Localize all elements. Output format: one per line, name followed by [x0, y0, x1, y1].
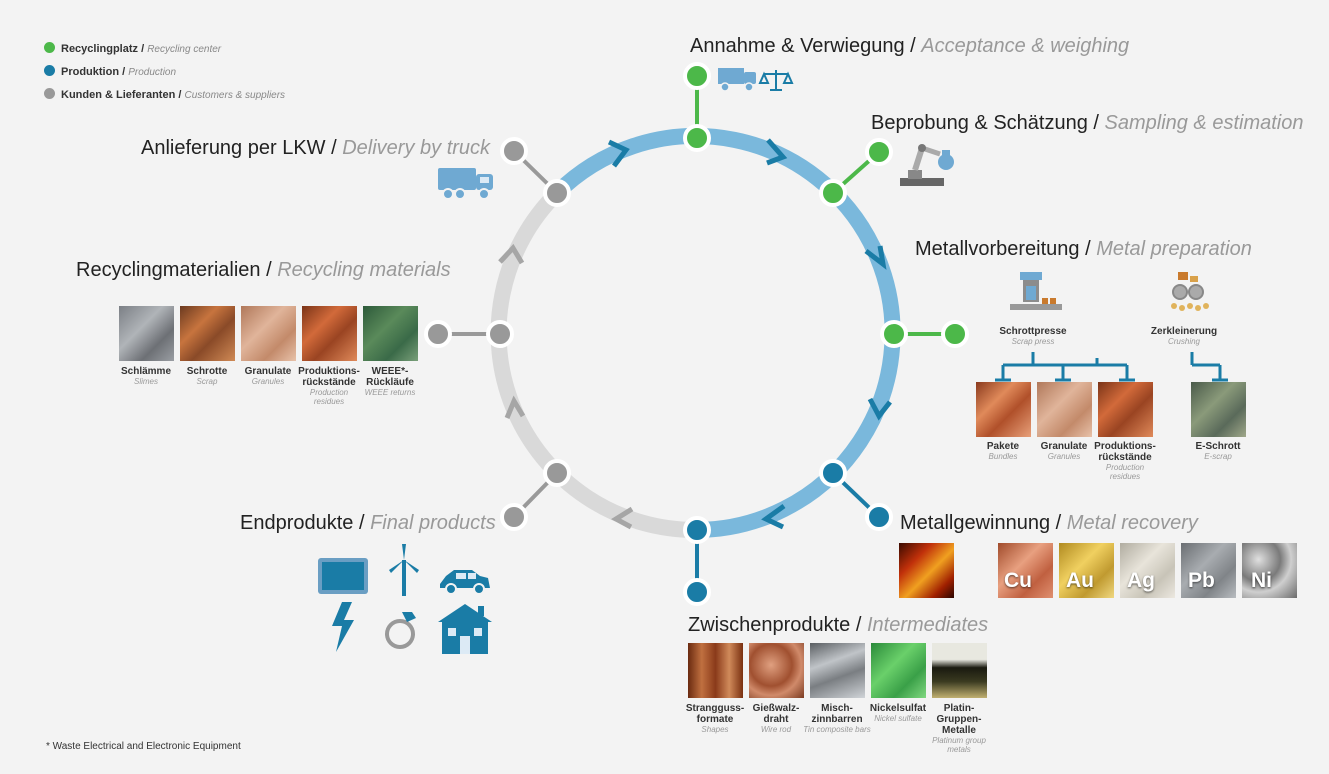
node-materials-outer [424, 320, 452, 348]
wind-turbine-icon [389, 544, 419, 596]
crusher-icon [1171, 272, 1209, 311]
arrow-icon [498, 243, 525, 265]
blue-dot-icon [44, 65, 55, 76]
node-delivery-outer [500, 137, 528, 165]
photo-smelting [899, 543, 954, 598]
node-acceptance [683, 124, 711, 152]
photo-copper [998, 543, 1053, 598]
node-intermediates [683, 516, 711, 544]
scrap-press-icon [1010, 272, 1062, 310]
legend-production: Produktion / Production [44, 65, 176, 78]
photo-production-residues-prep [1098, 382, 1153, 437]
legend-customers-suppliers: Kunden & Lieferanten / Customers & suppl… [44, 88, 285, 101]
photo-nickel-sulfate [871, 643, 926, 698]
gray-dot-icon [44, 88, 55, 99]
truck-scale-icon [718, 68, 794, 92]
car-icon [440, 570, 490, 595]
node-preparation-outer [941, 320, 969, 348]
photo-pgm [932, 643, 987, 698]
title-preparation: Metallvorbereitung / Metal preparation [915, 238, 1252, 260]
arrow-icon [864, 245, 887, 270]
title-materials: Recyclingmaterialien / Recycling materia… [76, 259, 451, 281]
node-recovery [819, 459, 847, 487]
photo-wire-rod [749, 643, 804, 698]
label-pb: Pb [1188, 569, 1215, 592]
photo-weee-returns [363, 306, 418, 361]
photo-slimes [119, 306, 174, 361]
node-sampling-outer [865, 138, 893, 166]
photo-production-residues [302, 306, 357, 361]
arrow-icon [504, 395, 526, 419]
title-intermediates: Zwischenprodukte / Intermediates [688, 614, 989, 636]
ring-gray-arc [490, 187, 698, 539]
footnote: * Waste Electrical and Electronic Equipm… [46, 741, 241, 752]
title-recovery: Metallgewinnung / Metal recovery [900, 512, 1198, 534]
title-final: Endprodukte / Final products [240, 512, 496, 534]
photo-scrap [180, 306, 235, 361]
photo-nickel [1242, 543, 1297, 598]
legend-recycling-center: Recyclingplatz / Recycling center [44, 42, 221, 55]
node-sampling [819, 179, 847, 207]
arrow-icon [761, 503, 786, 530]
photo-granules-prep [1037, 382, 1092, 437]
label-ni: Ni [1251, 569, 1272, 592]
title-acceptance: Annahme & Verwiegung / Acceptance & weig… [690, 35, 1130, 57]
green-dot-icon [44, 42, 55, 53]
arrow-icon [867, 397, 892, 421]
label-cu: Cu [1004, 569, 1032, 592]
photo-lead [1181, 543, 1236, 598]
truck-icon [438, 168, 493, 200]
robot-arm-icon [900, 144, 954, 186]
node-materials [486, 320, 514, 348]
arrow-icon [766, 138, 788, 166]
lightning-icon [332, 602, 354, 652]
label-au: Au [1066, 569, 1094, 592]
house-icon [438, 604, 492, 654]
node-recovery-outer [865, 503, 893, 531]
photo-granules [241, 306, 296, 361]
node-intermediates-outer [683, 578, 711, 606]
arrow-icon [607, 139, 630, 168]
label-ag: Ag [1127, 569, 1155, 592]
photo-bundles [976, 382, 1031, 437]
arrow-icon [611, 506, 634, 530]
node-acceptance-outer [683, 62, 711, 90]
photo-e-scrap [1191, 382, 1246, 437]
title-sampling: Beprobung & Schätzung / Sampling & estim… [871, 112, 1304, 134]
ring-icon [385, 612, 416, 649]
node-final-outer [500, 503, 528, 531]
photo-gold [1059, 543, 1114, 598]
node-final [543, 459, 571, 487]
title-delivery: Anlieferung per LKW / Delivery by truck [141, 137, 491, 159]
photo-tin-bars [810, 643, 865, 698]
photo-silver [1120, 543, 1175, 598]
tablet-icon [318, 558, 368, 594]
photo-shapes [688, 643, 743, 698]
node-preparation [880, 320, 908, 348]
node-delivery [543, 179, 571, 207]
